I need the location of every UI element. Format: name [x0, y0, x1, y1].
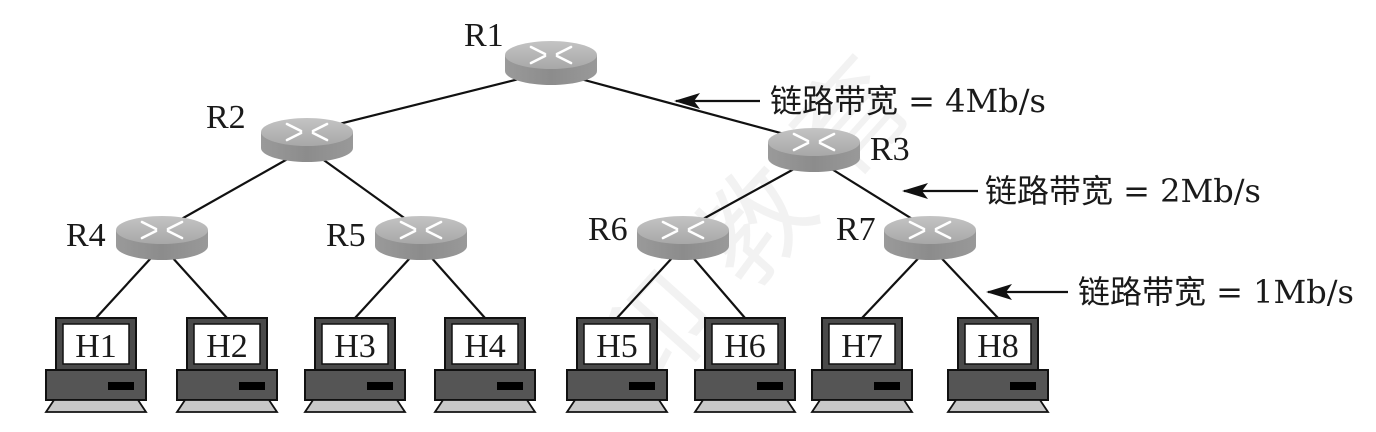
computer-icon [946, 317, 1050, 413]
host-label: H7 [841, 328, 883, 365]
bandwidth-annotation-4mbps: 链路带宽 = 4Mb/s [674, 82, 1046, 120]
computer-icon [693, 317, 797, 413]
router-label: R4 [66, 217, 106, 254]
bandwidth-annotation-2mbps: 链路带宽 = 2Mb/s [902, 172, 1261, 210]
router-r3 [768, 128, 860, 172]
router-icon [884, 216, 976, 260]
router-icon [505, 41, 597, 85]
router-label: R3 [870, 131, 910, 168]
left-arrow-icon [902, 183, 978, 199]
bandwidth-annotation-1mbps: 链路带宽 = 1Mb/s [986, 273, 1354, 311]
host-h2: H2 [175, 317, 279, 413]
host-label: H2 [206, 328, 248, 365]
router-icon [637, 216, 729, 260]
computer-icon [175, 317, 279, 413]
bandwidth-label: 链路带宽 = 2Mb/s [985, 172, 1261, 210]
link-r2-r5 [306, 147, 422, 231]
router-label: R5 [326, 217, 366, 254]
computer-icon [810, 317, 914, 413]
router-r5 [375, 216, 467, 260]
router-label: R2 [206, 99, 246, 136]
host-h4: H4 [433, 317, 537, 413]
host-label: H3 [334, 328, 376, 365]
router-r1 [505, 41, 597, 85]
computer-icon [44, 317, 148, 413]
hosts-layer: H1 H2 H3 H4 H5 H6 H7 H8 [44, 317, 1050, 413]
host-label: H8 [977, 328, 1019, 365]
router-icon [375, 216, 467, 260]
router-icon [768, 128, 860, 172]
router-label: R1 [464, 17, 504, 54]
host-h7: H7 [810, 317, 914, 413]
link-r2-r4 [161, 147, 308, 231]
router-label: R7 [836, 211, 876, 248]
router-icon [261, 118, 353, 162]
router-r4 [116, 216, 208, 260]
left-arrow-icon [674, 93, 760, 109]
link-r1-r3 [550, 69, 815, 144]
host-h1: H1 [44, 317, 148, 413]
computer-icon [303, 317, 407, 413]
router-r6 [637, 216, 729, 260]
host-label: H4 [464, 328, 506, 365]
bandwidth-label: 链路带宽 = 4Mb/s [770, 82, 1046, 120]
left-arrow-icon [986, 284, 1068, 300]
router-r7 [884, 216, 976, 260]
bandwidth-label: 链路带宽 = 1Mb/s [1078, 273, 1354, 311]
computer-icon [565, 317, 669, 413]
host-label: H1 [75, 328, 117, 365]
router-r2 [261, 118, 353, 162]
host-h6: H6 [693, 317, 797, 413]
routers-layer [116, 41, 976, 260]
computer-icon [433, 317, 537, 413]
link-r1-r2 [306, 69, 552, 134]
host-h5: H5 [565, 317, 669, 413]
host-label: H5 [596, 328, 638, 365]
host-h3: H3 [303, 317, 407, 413]
router-icon [116, 216, 208, 260]
router-label: R6 [588, 211, 628, 248]
host-label: H6 [724, 328, 766, 365]
host-h8: H8 [946, 317, 1050, 413]
